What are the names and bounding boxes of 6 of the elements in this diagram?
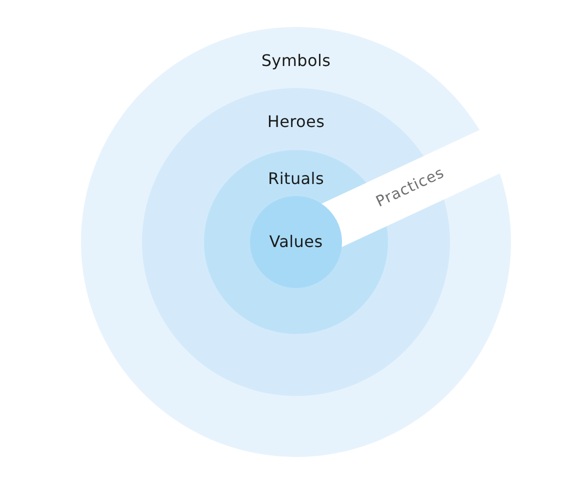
middle-slotted-region [142, 88, 450, 396]
layer-label: Heroes [267, 112, 325, 132]
layer-label: Symbols [261, 51, 331, 71]
layer-label: Values [269, 232, 323, 252]
outer-slotted-region [81, 27, 511, 457]
layer-label: Rituals [268, 169, 324, 189]
